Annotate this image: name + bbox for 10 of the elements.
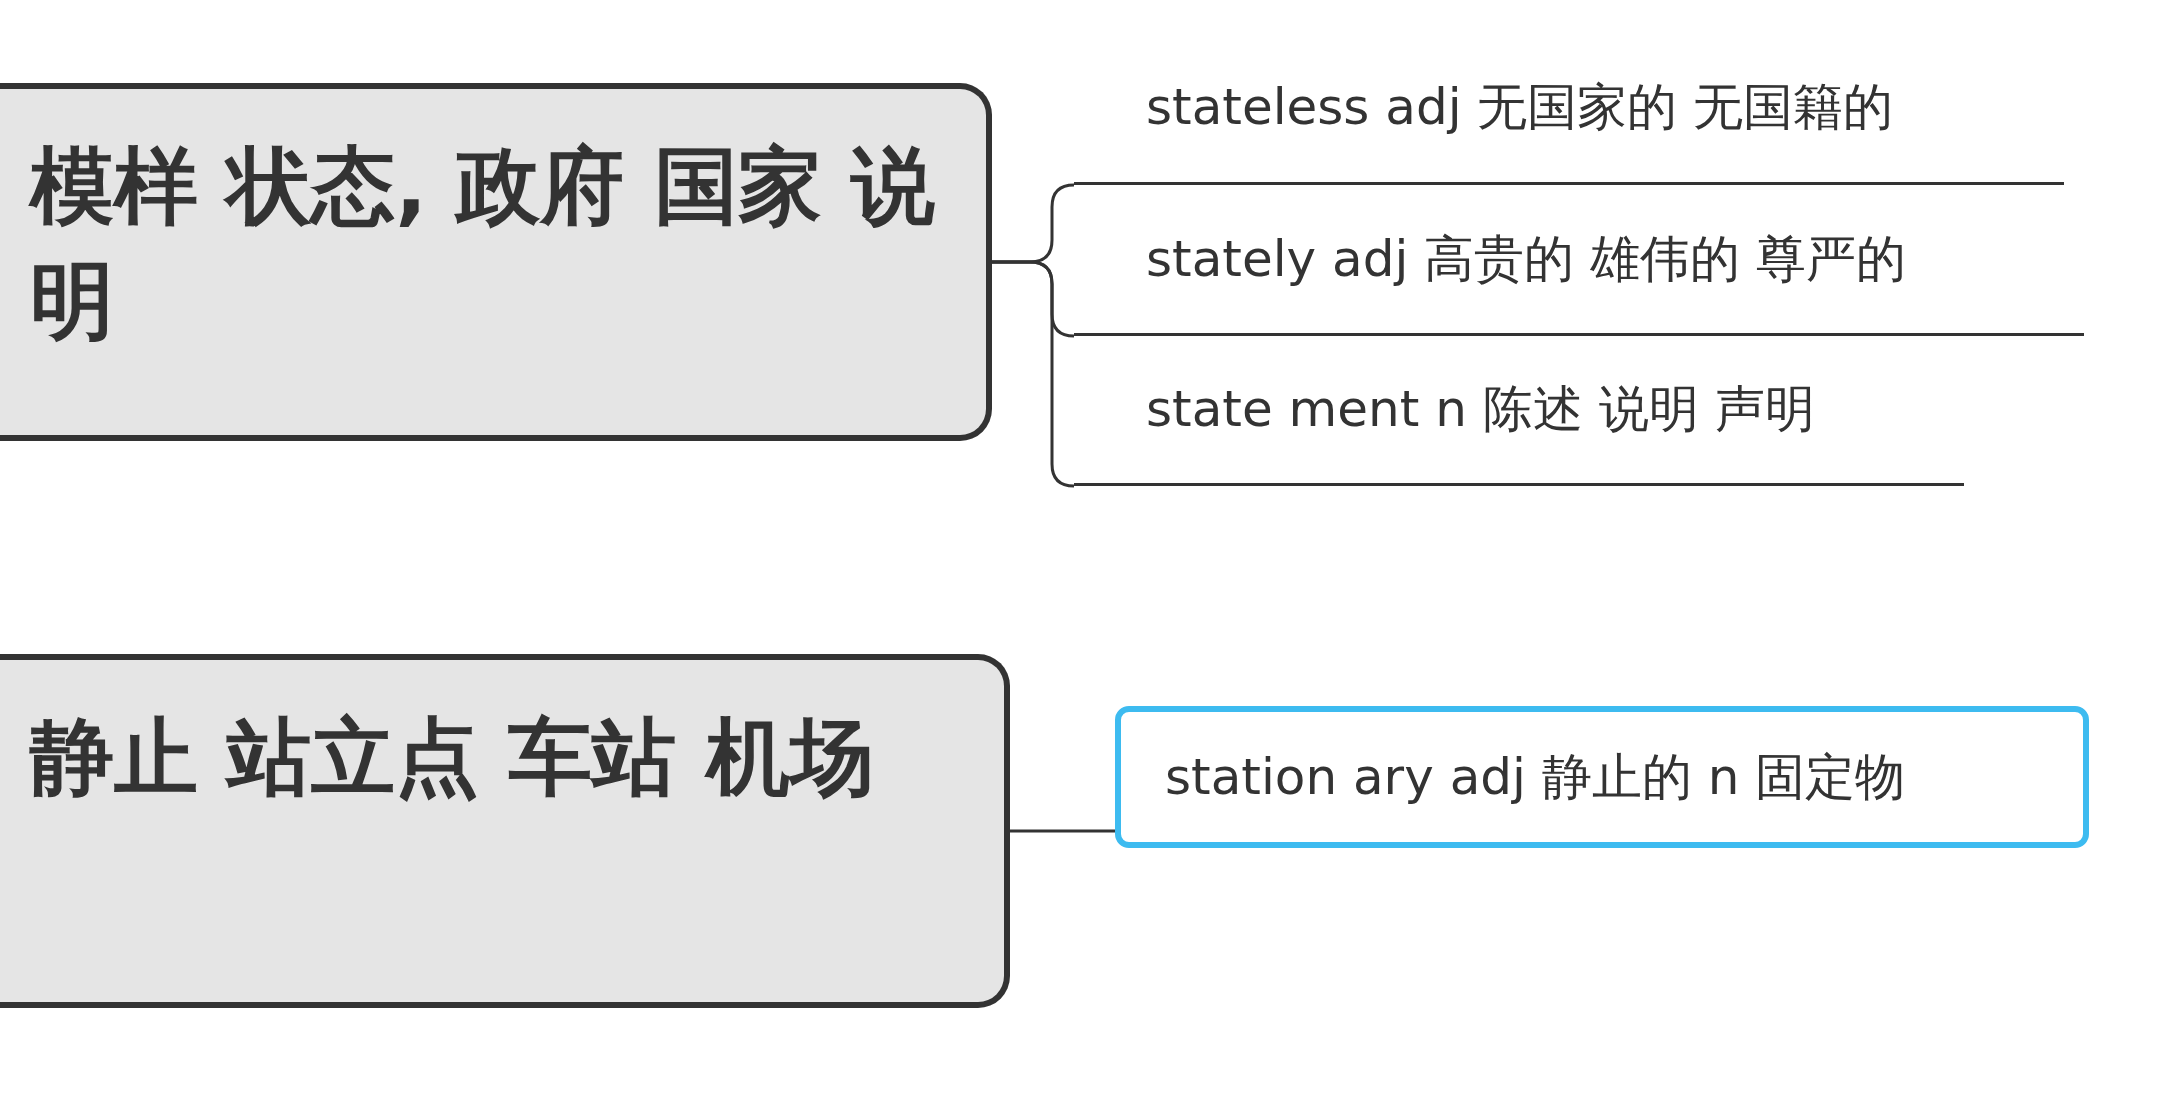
topic-box: [0, 654, 1010, 1008]
topic-text: 模样 状态, 政府 国家 说明: [30, 136, 936, 352]
connector-line: [1010, 829, 1115, 833]
subtopic-text: stateless adj 无国家的 无国籍的: [1146, 77, 1894, 138]
topic-text: 静止 站立点 车站 机场: [30, 707, 875, 808]
subtopic-text: station ary adj 静止的 n 固定物: [1165, 746, 1906, 808]
topic-box: [0, 83, 992, 441]
subtopic-text: state ment n 陈述 说明 声明: [1146, 379, 1815, 440]
subtopic-text: stately adj 高贵的 雄伟的 尊严的: [1146, 228, 1906, 290]
selected-subtopic-box: [1115, 706, 2089, 848]
